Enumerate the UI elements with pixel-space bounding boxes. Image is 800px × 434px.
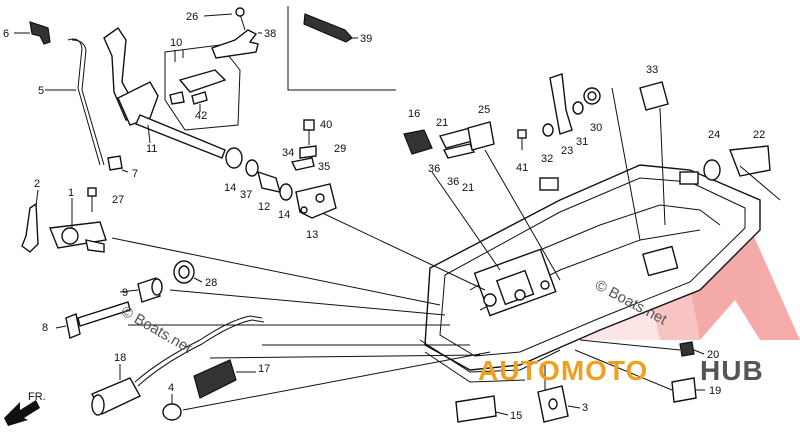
- part-11-shift-lever: [103, 27, 226, 159]
- part-13-shift-arm: [295, 183, 337, 219]
- callout-41: 41: [516, 162, 528, 174]
- callout-17: 17: [258, 363, 270, 375]
- part-7-clip: [107, 155, 129, 173]
- part-1-choke-assembly: [49, 198, 107, 253]
- part-33-bracket: [639, 81, 669, 111]
- callout-1: 1: [68, 187, 74, 199]
- callout-9: 9: [122, 287, 128, 299]
- part-18-wire-plug: [91, 315, 265, 416]
- parts-41-32-23-31-30: [517, 73, 601, 150]
- callout-19: 19: [709, 385, 721, 397]
- callout-32: 32: [541, 153, 553, 165]
- callout-31: 31: [576, 136, 588, 148]
- callout-38: 38: [264, 28, 276, 40]
- callout-14-left: 14: [224, 182, 236, 194]
- part-4-plug: [162, 403, 182, 421]
- part-5-rod: [45, 38, 105, 166]
- callout-4: 4: [168, 382, 174, 394]
- callout-3: 3: [582, 402, 588, 414]
- callout-5: 5: [38, 85, 44, 97]
- parts-20-19-15-3: [455, 341, 697, 423]
- part-38-bracket: [203, 7, 262, 59]
- callout-12: 12: [258, 201, 270, 213]
- front-direction-arrow: FR.: [4, 391, 46, 426]
- watermark-copyright-small: © Boats.net: [118, 303, 195, 357]
- callout-22: 22: [753, 129, 765, 141]
- part-16-rubber: [403, 129, 433, 155]
- callout-33: 33: [646, 64, 658, 76]
- front-label: FR.: [28, 391, 46, 403]
- part-27-screw: [87, 187, 97, 212]
- callout-40: 40: [320, 119, 332, 131]
- callout-8: 8: [42, 322, 48, 334]
- part-9-grommet: [137, 277, 163, 303]
- callout-27: 27: [112, 194, 124, 206]
- callout-42: 42: [195, 110, 207, 122]
- part-6-clip: [14, 21, 51, 45]
- callout-24: 24: [708, 129, 720, 141]
- callout-36-right: 36: [447, 176, 459, 188]
- part-39-detail-box: [287, 6, 396, 91]
- callout-35: 35: [318, 161, 330, 173]
- bushings-14-37-12: [225, 147, 293, 201]
- callout-36-left: 36: [428, 163, 440, 175]
- callout-16: 16: [408, 108, 420, 120]
- parts-21-36-25: [438, 121, 495, 159]
- callout-25: 25: [478, 104, 490, 116]
- callout-2: 2: [34, 178, 40, 190]
- bottom-cowl-housing: [419, 164, 761, 383]
- part-10-bracket-group: [164, 44, 241, 131]
- callout-14-right: 14: [278, 209, 290, 221]
- callout-20: 20: [707, 349, 719, 361]
- callout-39: 39: [360, 33, 372, 45]
- callout-7: 7: [132, 168, 138, 180]
- callout-11: 11: [146, 143, 157, 155]
- watermark-brand-b: HUB: [700, 355, 764, 386]
- small-bolts-40-29-34-35: [290, 119, 317, 171]
- watermark-brand-a: AUTOMOTO: [478, 355, 648, 386]
- callout-labels: 6 5 7 11 10 42 26 38 39 40 29 34 35 14 3…: [3, 11, 765, 422]
- callout-15: 15: [510, 410, 522, 422]
- callout-30: 30: [590, 122, 602, 134]
- callout-37: 37: [240, 189, 252, 201]
- part-2-lever: [21, 189, 39, 253]
- part-8-bolt: [65, 301, 131, 339]
- callout-21-top: 21: [436, 117, 448, 129]
- part-28-seal: [173, 260, 195, 284]
- callout-34: 34: [282, 147, 294, 159]
- callout-23: 23: [561, 145, 573, 157]
- callout-28: 28: [205, 277, 217, 289]
- part-17-grip: [193, 359, 237, 399]
- callout-10: 10: [170, 37, 182, 49]
- callout-stubs: [55, 50, 705, 416]
- callout-26: 26: [186, 11, 198, 23]
- callout-21-bottom: 21: [462, 182, 474, 194]
- callout-13: 13: [306, 229, 318, 241]
- parts-24-22: [703, 145, 781, 201]
- callout-18: 18: [114, 352, 126, 364]
- callout-29: 29: [334, 143, 346, 155]
- leader-lines: [111, 87, 681, 411]
- callout-6: 6: [3, 28, 9, 40]
